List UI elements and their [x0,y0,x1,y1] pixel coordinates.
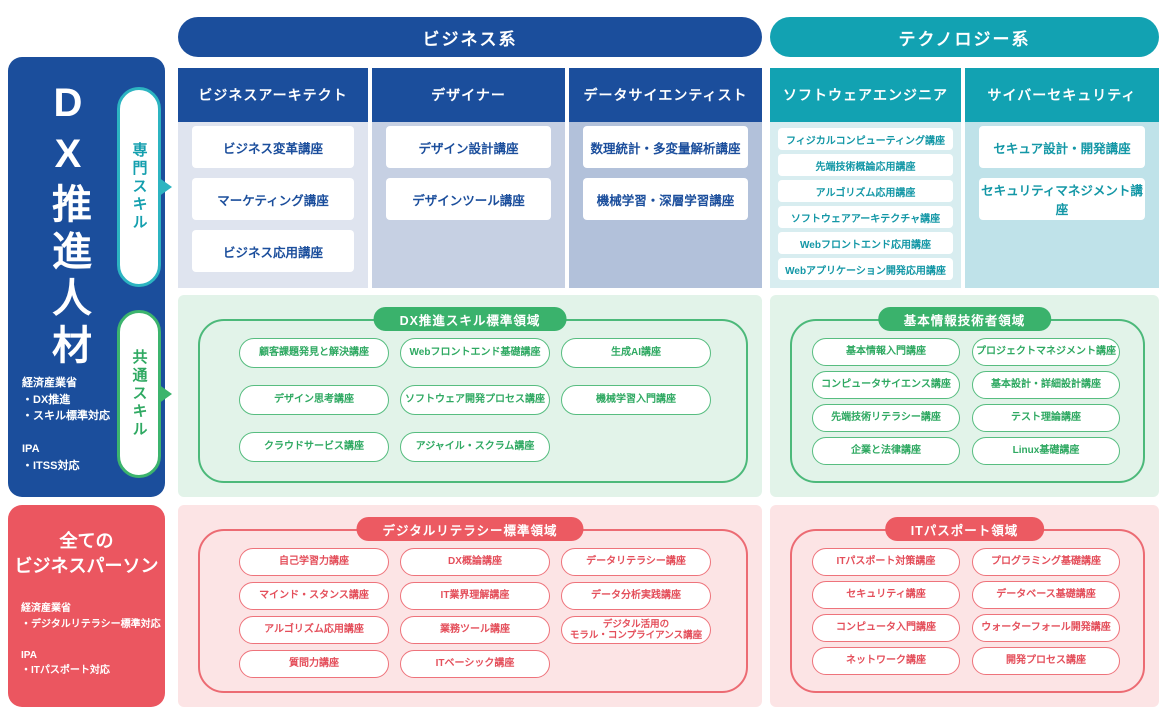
column-body: デザイン設計講座 デザインツール講座 [372,122,565,288]
course-pill: 業務ツール講座 [400,616,550,644]
dx-talent-title: DX推進人材 [46,81,90,371]
region-digital-literacy: デジタルリテラシー標準領域 自己学習力講座 DX概論講座 データリテラシー講座 … [178,505,762,707]
course-card: セキュリティマネジメント講座 [979,178,1145,220]
course-pill: デジタル活用の モラル・コンプライアンス講座 [561,616,711,644]
region-course-list: 自己学習力講座 DX概論講座 データリテラシー講座 マインド・スタンス講座 IT… [239,548,711,678]
course-card: フィジカルコンピューティング講座 [778,128,953,150]
region-label: 基本情報技術者領域 [877,307,1052,331]
column-title: デザイナー [372,68,565,122]
course-pill: マインド・スタンス講座 [239,582,389,610]
course-pill: 質問力講座 [239,650,389,678]
course-pill: ウォーターフォール開発講座 [972,614,1120,642]
course-pill: テスト理論講座 [972,404,1120,432]
course-pill: コンピュータサイエンス講座 [812,371,960,399]
region-basic-information: 基本情報技術者領域 基本情報入門講座 プロジェクトマネジメント講座 コンピュータ… [770,295,1159,497]
course-pill: Linux基礎講座 [972,437,1120,465]
region-label: デジタルリテラシー標準領域 [356,517,584,541]
course-card: Webアプリケーション開発応用講座 [778,258,953,280]
course-pill: IT業界理解講座 [400,582,550,610]
column-title: ソフトウェアエンジニア [770,68,961,122]
course-pill: Webフロントエンド基礎講座 [400,338,550,368]
course-pill: データリテラシー講座 [561,548,711,576]
column-body: フィジカルコンピューティング講座 先端技術概論応用講座 アルゴリズム応用講座 ソ… [770,122,961,288]
column-business-architect: ビジネスアーキテクト ビジネス変革講座 マーケティング講座 ビジネス応用講座 [178,68,368,288]
course-pill: プロジェクトマネジメント講座 [972,338,1120,366]
course-card: Webフロントエンド応用講座 [778,232,953,254]
course-pill: データ分析実践講座 [561,582,711,610]
course-pill: 企業と法律講座 [812,437,960,465]
right-arrow-icon [158,384,172,404]
common-skill-pill: 共通スキル [117,310,172,478]
course-card: ソフトウェアアーキテクチャ講座 [778,206,953,228]
region-course-list: 顧客課題発見と解決講座 Webフロントエンド基礎講座 生成AI講座 デザイン思考… [239,338,711,462]
course-pill: 自己学習力講座 [239,548,389,576]
column-software-engineer: ソフトウェアエンジニア フィジカルコンピューティング講座 先端技術概論応用講座 … [770,68,961,288]
course-card: 先端技術概論応用講座 [778,154,953,176]
region-course-list: ITパスポート対策講座 プログラミング基礎講座 セキュリティ講座 データベース基… [812,548,1120,675]
region-dx-skill-standard: DX推進スキル標準領域 顧客課題発見と解決講座 Webフロントエンド基礎講座 生… [178,295,762,497]
course-pill: 先端技術リテラシー講座 [812,404,960,432]
column-data-scientist: データサイエンティスト 数理統計・多変量解析講座 機械学習・深層学習講座 [569,68,762,288]
all-business-person-box: 全ての ビジネスパーソン 経済産業省 ・デジタルリテラシー標準対応 IPA ・I… [8,505,165,707]
course-pill: DX概論講座 [400,548,550,576]
course-pill: ソフトウェア開発プロセス講座 [400,385,550,415]
course-card: アルゴリズム応用講座 [778,180,953,202]
course-card: 機械学習・深層学習講座 [583,178,748,220]
right-arrow-icon [158,177,172,197]
course-pill: ITベーシック講座 [400,650,550,678]
course-card: セキュア設計・開発講座 [979,126,1145,168]
header-technology-group: テクノロジー系 [770,17,1159,57]
course-pill: アルゴリズム応用講座 [239,616,389,644]
course-card: ビジネス応用講座 [192,230,354,272]
course-card: マーケティング講座 [192,178,354,220]
course-pill: ネットワーク講座 [812,647,960,675]
region-it-passport: ITパスポート領域 ITパスポート対策講座 プログラミング基礎講座 セキュリティ… [770,505,1159,707]
course-pill: プログラミング基礎講座 [972,548,1120,576]
course-pill: デザイン思考講座 [239,385,389,415]
course-pill: データベース基礎講座 [972,581,1120,609]
region-course-list: 基本情報入門講座 プロジェクトマネジメント講座 コンピュータサイエンス講座 基本… [812,338,1120,465]
course-pill: コンピュータ入門講座 [812,614,960,642]
specialist-skill-pill: 専門スキル [117,87,172,287]
header-business-group: ビジネス系 [178,17,762,57]
column-title: データサイエンティスト [569,68,762,122]
column-body: 数理統計・多変量解析講座 機械学習・深層学習講座 [569,122,762,288]
column-title: ビジネスアーキテクト [178,68,368,122]
column-designer: デザイナー デザイン設計講座 デザインツール講座 [372,68,565,288]
course-pill: クラウドサービス講座 [239,432,389,462]
course-card: 数理統計・多変量解析講座 [583,126,748,168]
column-body: セキュア設計・開発講座 セキュリティマネジメント講座 [965,122,1159,288]
course-pill: 基本設計・詳細設計講座 [972,371,1120,399]
course-pill: 生成AI講座 [561,338,711,368]
course-card: デザインツール講座 [386,178,551,220]
region-label: DX推進スキル標準領域 [373,307,567,331]
specialist-skill-label: 専門スキル [130,142,148,232]
region-label: ITパスポート領域 [884,517,1045,541]
course-pill: 機械学習入門講座 [561,385,711,415]
course-pill: 顧客課題発見と解決講座 [239,338,389,368]
dx-talent-box: DX推進人材 経済産業省 ・DX推進 ・スキル標準対応 IPA ・ITSS対応 … [8,57,172,497]
common-skill-label: 共通スキル [130,349,148,439]
all-business-person-notes: 経済産業省 ・デジタルリテラシー標準対応 IPA ・ITパスポート対応 [21,603,161,676]
course-card: デザイン設計講座 [386,126,551,168]
course-pill: アジャイル・スクラム講座 [400,432,550,462]
course-pill: セキュリティ講座 [812,581,960,609]
column-title: サイバーセキュリティ [965,68,1159,122]
course-card: ビジネス変革講座 [192,126,354,168]
dx-talent-notes: 経済産業省 ・DX推進 ・スキル標準対応 IPA ・ITSS対応 [22,377,110,472]
column-cyber-security: サイバーセキュリティ セキュア設計・開発講座 セキュリティマネジメント講座 [965,68,1159,288]
course-pill: ITパスポート対策講座 [812,548,960,576]
column-body: ビジネス変革講座 マーケティング講座 ビジネス応用講座 [178,122,368,288]
course-pill: 基本情報入門講座 [812,338,960,366]
course-pill: 開発プロセス講座 [972,647,1120,675]
all-business-person-title: 全ての ビジネスパーソン [14,531,159,577]
